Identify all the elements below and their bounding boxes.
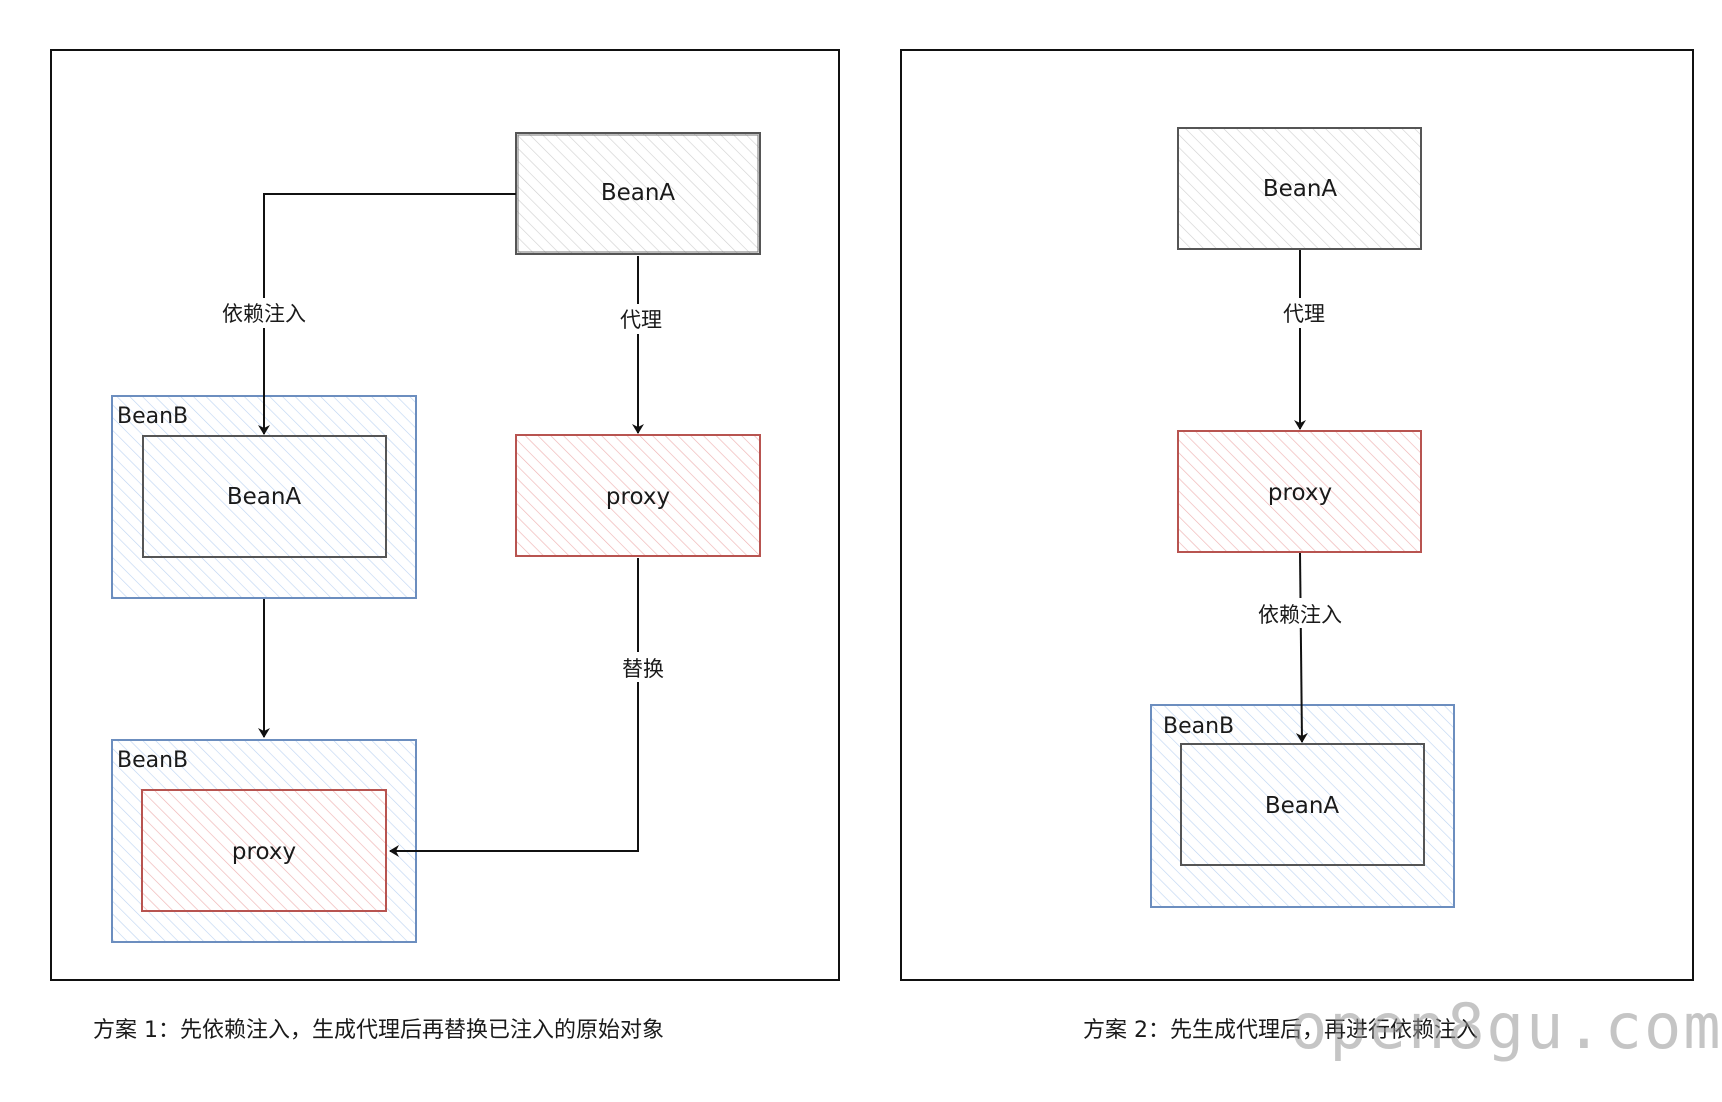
panel-1-beanb-container-bottom: BeanB proxy bbox=[111, 739, 417, 943]
panel-2-beanb-label: BeanB bbox=[1163, 714, 1234, 739]
panel-1-edge-proxy-bg bbox=[614, 304, 662, 334]
panel-1-edge-replace-bg bbox=[614, 652, 662, 682]
panel-1-beanb-bottom-label: BeanB bbox=[117, 748, 188, 773]
panel-1-inner-beana-box bbox=[142, 435, 387, 558]
panel-2-beana-node: BeanA bbox=[1177, 127, 1422, 250]
panel-2-edge-inject-label: 依赖注入 bbox=[1258, 603, 1342, 627]
panel-1-beana-label: BeanA bbox=[601, 180, 676, 206]
panel-1-proxy-node: proxy bbox=[515, 434, 761, 557]
panel-1-edge-inject-label: 依赖注入 bbox=[222, 302, 306, 326]
panel-2: BeanA proxy BeanB BeanA 代理 依赖注入 bbox=[900, 49, 1694, 981]
panel-2-edge-inject-bg bbox=[1252, 598, 1348, 628]
panel-1-inner-proxy-label: proxy bbox=[232, 839, 296, 865]
panel-2-proxy-node: proxy bbox=[1177, 430, 1422, 553]
panel-2-edge-proxy-label: 代理 bbox=[1283, 302, 1325, 326]
panel-1-beanb-top-label: BeanB bbox=[117, 404, 188, 429]
watermark: open8gu.com bbox=[1290, 990, 1722, 1063]
panel-1-beana-node: BeanA bbox=[515, 132, 761, 255]
panel-2-edge-inject bbox=[1295, 552, 1308, 743]
panel-2-inner-beana-box bbox=[1180, 743, 1425, 866]
panel-1-inner-beana-label: BeanA bbox=[227, 484, 302, 510]
panel-1-edge-inject-bg bbox=[218, 298, 310, 328]
panel-1-edge-inject bbox=[258, 193, 516, 435]
panel-1-proxy-label: proxy bbox=[606, 484, 670, 510]
panel-1: BeanA proxy BeanB BeanA BeanB proxy 依赖注入… bbox=[50, 49, 840, 981]
panel-2-inner-beana-label: BeanA bbox=[1265, 793, 1340, 819]
panel-2-edge-proxy-bg bbox=[1278, 298, 1326, 328]
panel-1-inner-proxy-box bbox=[141, 789, 387, 912]
panel-1-caption: 方案 1：先依赖注入，生成代理后再替换已注入的原始对象 bbox=[93, 1018, 664, 1043]
panel-1-edge-replace-label: 替换 bbox=[622, 657, 664, 681]
panel-2-caption: 方案 2：先生成代理后，再进行依赖注入 bbox=[1083, 1018, 1478, 1043]
panel-1-edge-proxy-label: 代理 bbox=[620, 308, 662, 332]
panel-2-beana-label: BeanA bbox=[1263, 176, 1338, 202]
panel-2-proxy-label: proxy bbox=[1268, 480, 1332, 506]
